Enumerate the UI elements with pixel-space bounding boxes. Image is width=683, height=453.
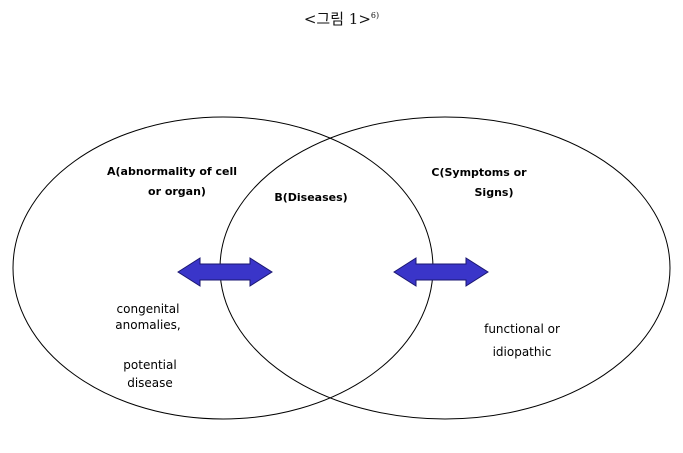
label-a-line1: A(abnormality of cell xyxy=(107,165,237,178)
label-c-line2: Signs) xyxy=(475,186,514,199)
label-congenital-line2: anomalies, xyxy=(115,318,180,332)
label-potential-line2: disease xyxy=(127,376,173,390)
double-arrow-left-icon xyxy=(177,257,273,287)
figure-caption-text: <그림 1> xyxy=(303,10,371,28)
label-a-line2: or organ) xyxy=(148,185,206,198)
label-functional-line2: idiopathic xyxy=(493,345,552,359)
label-b: B(Diseases) xyxy=(274,191,347,204)
figure-caption: <그림 1>6) xyxy=(0,8,683,29)
label-potential-line1: potential xyxy=(123,358,176,372)
figure-caption-footnote: 6) xyxy=(370,11,380,20)
label-functional-line1: functional or xyxy=(484,322,560,336)
label-congenital-line1: congenital xyxy=(117,302,180,316)
double-arrow-right-icon xyxy=(393,257,489,287)
label-c-line1: C(Symptoms or xyxy=(431,166,527,179)
